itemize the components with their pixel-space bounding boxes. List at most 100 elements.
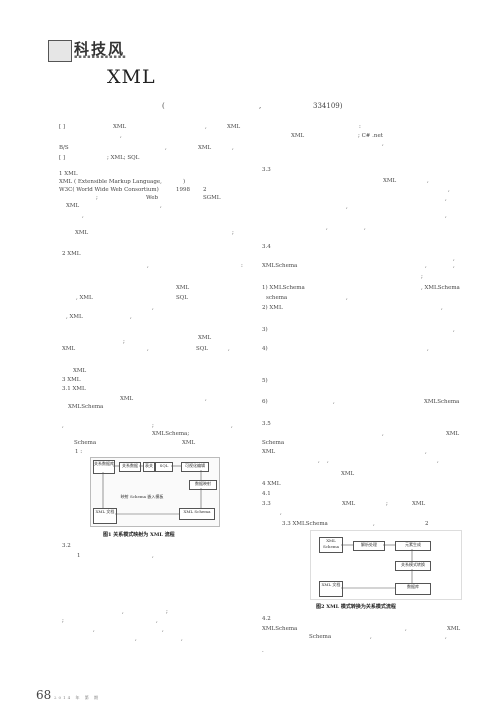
left-col-text-fragment: XML bbox=[66, 203, 80, 209]
left-col-text-fragment: SQL bbox=[196, 346, 208, 352]
left-col-text-fragment: XML bbox=[73, 368, 87, 374]
author-line-mid: , bbox=[259, 102, 262, 110]
left-col-text-fragment: 2 XML bbox=[62, 251, 81, 257]
left-col-text-fragment: , bbox=[205, 124, 207, 130]
right-col-text-fragment: , bbox=[427, 346, 429, 352]
right-col-text-fragment: XML bbox=[446, 431, 460, 437]
right-col-text-fragment: XML bbox=[342, 501, 356, 507]
left-col-text-fragment: 3.1 XML bbox=[62, 386, 86, 392]
left-col-text-fragment: Schema bbox=[74, 440, 97, 446]
fig1-xml-schema: XML Schema bbox=[179, 508, 215, 520]
left-col-text-fragment: XML bbox=[198, 145, 212, 151]
right-col-text-fragment: XML bbox=[412, 501, 426, 507]
right-col-text-fragment: XML bbox=[341, 471, 355, 477]
left-col-text-fragment: W3C( World Wide Web Consortium) bbox=[59, 187, 159, 193]
left-col-text-fragment: 1 : bbox=[75, 449, 83, 455]
right-col-text-fragment: 4 XML bbox=[262, 481, 281, 487]
left-col-text-fragment: 3 XML bbox=[62, 377, 81, 383]
issue-label: 2014 年 第 期 bbox=[54, 695, 100, 700]
fig1-query-builder: 可视化编辑 bbox=[181, 462, 209, 472]
right-col-text-fragment: 3.3 bbox=[262, 501, 271, 507]
left-col-text-fragment: [ ] bbox=[59, 124, 66, 130]
left-col-text-fragment: ; bbox=[96, 195, 98, 201]
left-col-text-fragment: , bbox=[152, 305, 154, 311]
left-col-text-fragment: ; bbox=[152, 423, 154, 429]
right-col-text-fragment: . bbox=[262, 648, 264, 654]
right-col-text-fragment: , bbox=[425, 263, 427, 269]
left-col-text-fragment: ; bbox=[123, 339, 125, 345]
right-col-text-fragment: XML bbox=[447, 626, 461, 632]
left-col-text-fragment: [ ] bbox=[59, 155, 66, 161]
right-col-text-fragment: : bbox=[359, 124, 361, 130]
right-col-text-fragment: , bbox=[453, 256, 455, 262]
right-col-text-fragment: 4) bbox=[262, 346, 268, 352]
left-col-text-fragment: XMLSchema bbox=[68, 404, 104, 410]
fig2-xml-schema: XML Schema bbox=[319, 537, 343, 553]
right-col-text-fragment: 4.1 bbox=[262, 491, 271, 497]
left-col-text-fragment: , bbox=[232, 145, 234, 151]
right-col-text-fragment: 3.3 bbox=[262, 167, 271, 173]
left-col-text-fragment: , bbox=[231, 423, 233, 429]
left-col-text-fragment: SGML bbox=[203, 195, 221, 201]
figure-1-caption: 图1 关系模式映射为 XML 流程 bbox=[103, 532, 175, 538]
right-col-text-fragment: 5) bbox=[262, 378, 268, 384]
left-col-text-fragment: , bbox=[152, 553, 154, 559]
right-col-text-fragment: XMLSchema bbox=[424, 399, 460, 405]
left-col-text-fragment: ; bbox=[166, 609, 168, 615]
left-col-text-fragment: XML bbox=[62, 346, 76, 352]
left-col-text-fragment: 1998 bbox=[176, 187, 190, 193]
right-col-text-fragment: , bbox=[346, 295, 348, 301]
left-col-text-fragment: XML bbox=[176, 285, 190, 291]
left-col-text-fragment: ; bbox=[232, 230, 234, 236]
left-col-text-fragment: 3.2 bbox=[62, 543, 71, 549]
logo-emblem-icon bbox=[48, 40, 72, 62]
right-col-text-fragment: , bbox=[405, 626, 407, 632]
left-col-text-fragment: , bbox=[82, 213, 84, 219]
left-col-text-fragment: XML bbox=[120, 396, 134, 402]
right-col-text-fragment: , bbox=[364, 225, 366, 231]
left-col-text-fragment: XML bbox=[198, 335, 212, 341]
author-line-left: ( bbox=[162, 102, 165, 110]
right-col-text-fragment: , bbox=[373, 521, 375, 527]
right-col-text-fragment: , bbox=[445, 196, 447, 202]
fig2-arrows bbox=[341, 544, 413, 589]
fig2-relational: 关系模式转换 bbox=[395, 561, 431, 571]
right-col-text-fragment: , bbox=[333, 399, 335, 405]
left-col-text-fragment: , bbox=[120, 133, 122, 139]
figure-1: 关系数据库 关系数据 表关 SQL 可视化编辑 数据映射 映射 Schema 嵌… bbox=[90, 457, 220, 527]
left-col-text-fragment: XML bbox=[227, 124, 241, 130]
right-col-text-fragment: , bbox=[453, 327, 455, 333]
left-col-text-fragment: XML ( Extensible Markup Language, bbox=[59, 179, 162, 185]
left-col-text-fragment: XML bbox=[113, 124, 127, 130]
right-col-text-fragment: , bbox=[327, 458, 329, 464]
right-col-text-fragment: 2) XML bbox=[262, 305, 283, 311]
right-col-text-fragment: Schema bbox=[309, 634, 332, 640]
right-col-text-fragment: XML bbox=[262, 449, 276, 455]
left-col-text-fragment: , bbox=[160, 203, 162, 209]
left-col-text-fragment: , bbox=[135, 636, 137, 642]
left-col-text-fragment: , bbox=[165, 145, 167, 151]
left-col-text-fragment: , bbox=[228, 346, 230, 352]
fig2-xml-doc: XML 文档 bbox=[319, 581, 343, 597]
right-col-text-fragment: , bbox=[382, 431, 384, 437]
fig1-extract: 关系数据 bbox=[119, 462, 141, 472]
fig1-xml-doc: XML 文档 bbox=[93, 508, 117, 524]
fig1-arrows bbox=[102, 465, 202, 515]
left-col-text-fragment: , bbox=[147, 263, 149, 269]
right-col-text-fragment: 3) bbox=[262, 327, 268, 333]
right-col-text-fragment: XML bbox=[383, 178, 397, 184]
left-col-text-fragment: 1 XML bbox=[59, 171, 78, 177]
fig2-database: 数据库 bbox=[395, 583, 431, 595]
right-col-text-fragment: , bbox=[326, 225, 328, 231]
right-col-text-fragment: , bbox=[425, 449, 427, 455]
right-col-text-fragment: , bbox=[441, 305, 443, 311]
fig2-element-gen: 元素生成 bbox=[395, 541, 431, 551]
logo-text: 科技风 bbox=[74, 40, 126, 58]
left-col-text-fragment: , bbox=[181, 636, 183, 642]
left-col-text-fragment: XMLSchema; bbox=[152, 431, 190, 437]
fig1-table: 表关 bbox=[143, 462, 155, 472]
left-col-text-fragment: XML bbox=[75, 230, 89, 236]
fig1-relational-db: 关系数据库 bbox=[93, 460, 115, 474]
left-col-text-fragment: : bbox=[241, 263, 243, 269]
left-col-text-fragment: , XML bbox=[76, 295, 93, 301]
